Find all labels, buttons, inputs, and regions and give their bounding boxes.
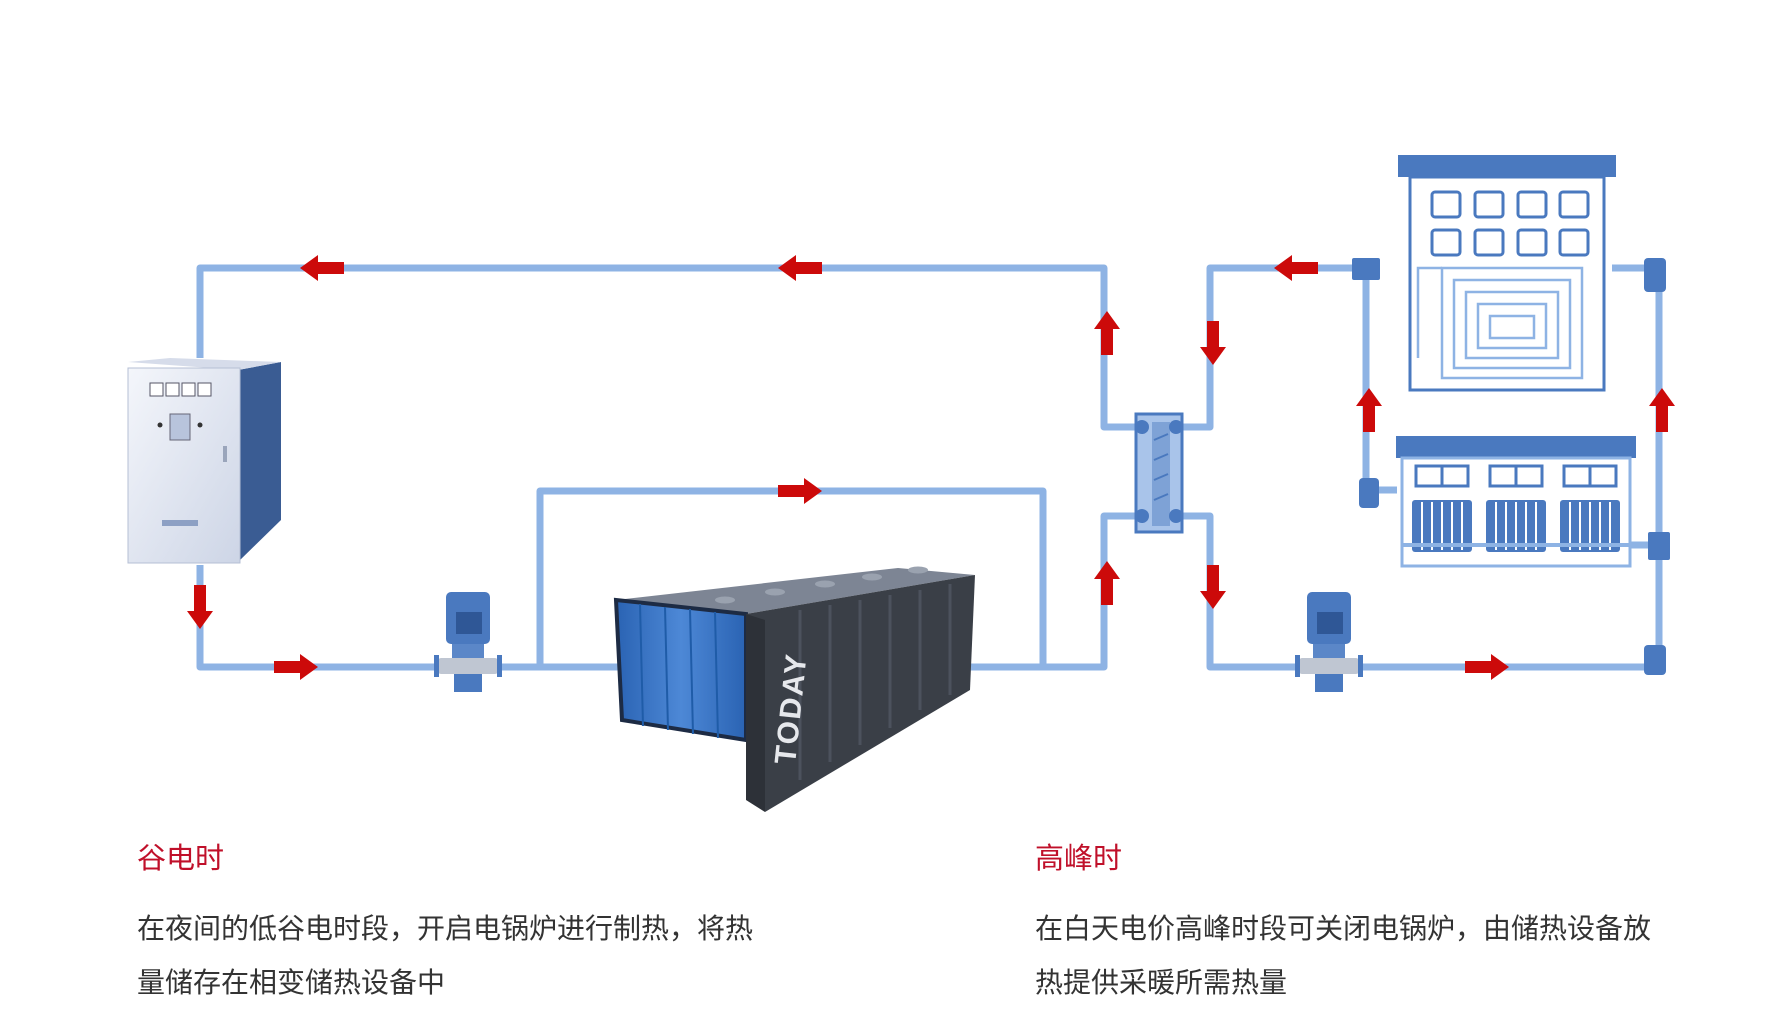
caption-line: 在白天电价高峰时段可关闭电锅炉，由储热设备放 <box>1035 912 1652 945</box>
phase-change-storage-container-icon: TODAY <box>613 566 975 812</box>
flow-arrow-icon <box>1200 565 1226 609</box>
flow-arrow-icon <box>300 255 344 281</box>
heating-system-diagram: TODAY <box>127 155 1675 812</box>
flow-arrow-icon <box>778 255 822 281</box>
flow-arrow-icon <box>778 478 822 504</box>
flow-arrow-icon <box>187 585 213 629</box>
flow-arrow-icon <box>274 654 318 680</box>
flow-arrow-icon <box>1465 654 1509 680</box>
caption-line: 热提供采暖所需热量 <box>1035 966 1288 999</box>
tee-fitting <box>1352 258 1380 280</box>
building-floor-heating-icon <box>1398 155 1616 392</box>
tee-fitting <box>1648 532 1670 560</box>
flow-arrow-icon <box>1094 311 1120 355</box>
caption-title: 高峰时 <box>1035 841 1123 875</box>
caption-title: 谷电时 <box>137 841 225 875</box>
elbow-fitting <box>1644 645 1666 675</box>
pump-icon <box>1295 592 1363 692</box>
radiator-heating-icon <box>1396 436 1636 568</box>
elbow-fitting <box>1359 478 1379 508</box>
flow-arrow-icon <box>1649 388 1675 432</box>
flow-arrow-icon <box>1356 388 1382 432</box>
flow-arrow-icon <box>1200 321 1226 365</box>
valley-power-caption: 谷电时 在夜间的低谷电时段，开启电锅炉进行制热，将热 量储存在相变储热设备中 <box>137 840 857 1010</box>
caption-line: 在夜间的低谷电时段，开启电锅炉进行制热，将热 <box>137 912 754 945</box>
flow-arrow-icon <box>1094 561 1120 605</box>
plate-heat-exchanger-icon <box>1134 412 1184 534</box>
electric-boiler-icon <box>127 358 281 564</box>
pipe-fittings <box>1352 258 1670 675</box>
caption-body: 在夜间的低谷电时段，开启电锅炉进行制热，将热 量储存在相变储热设备中 <box>137 902 857 1010</box>
elbow-fitting <box>1644 258 1666 292</box>
peak-power-caption: 高峰时 在白天电价高峰时段可关闭电锅炉，由储热设备放 热提供采暖所需热量 <box>1035 840 1695 1010</box>
caption-body: 在白天电价高峰时段可关闭电锅炉，由储热设备放 热提供采暖所需热量 <box>1035 902 1695 1010</box>
flow-arrow-icon <box>1274 255 1318 281</box>
pump-icon <box>434 592 502 692</box>
caption-line: 量储存在相变储热设备中 <box>137 966 446 999</box>
